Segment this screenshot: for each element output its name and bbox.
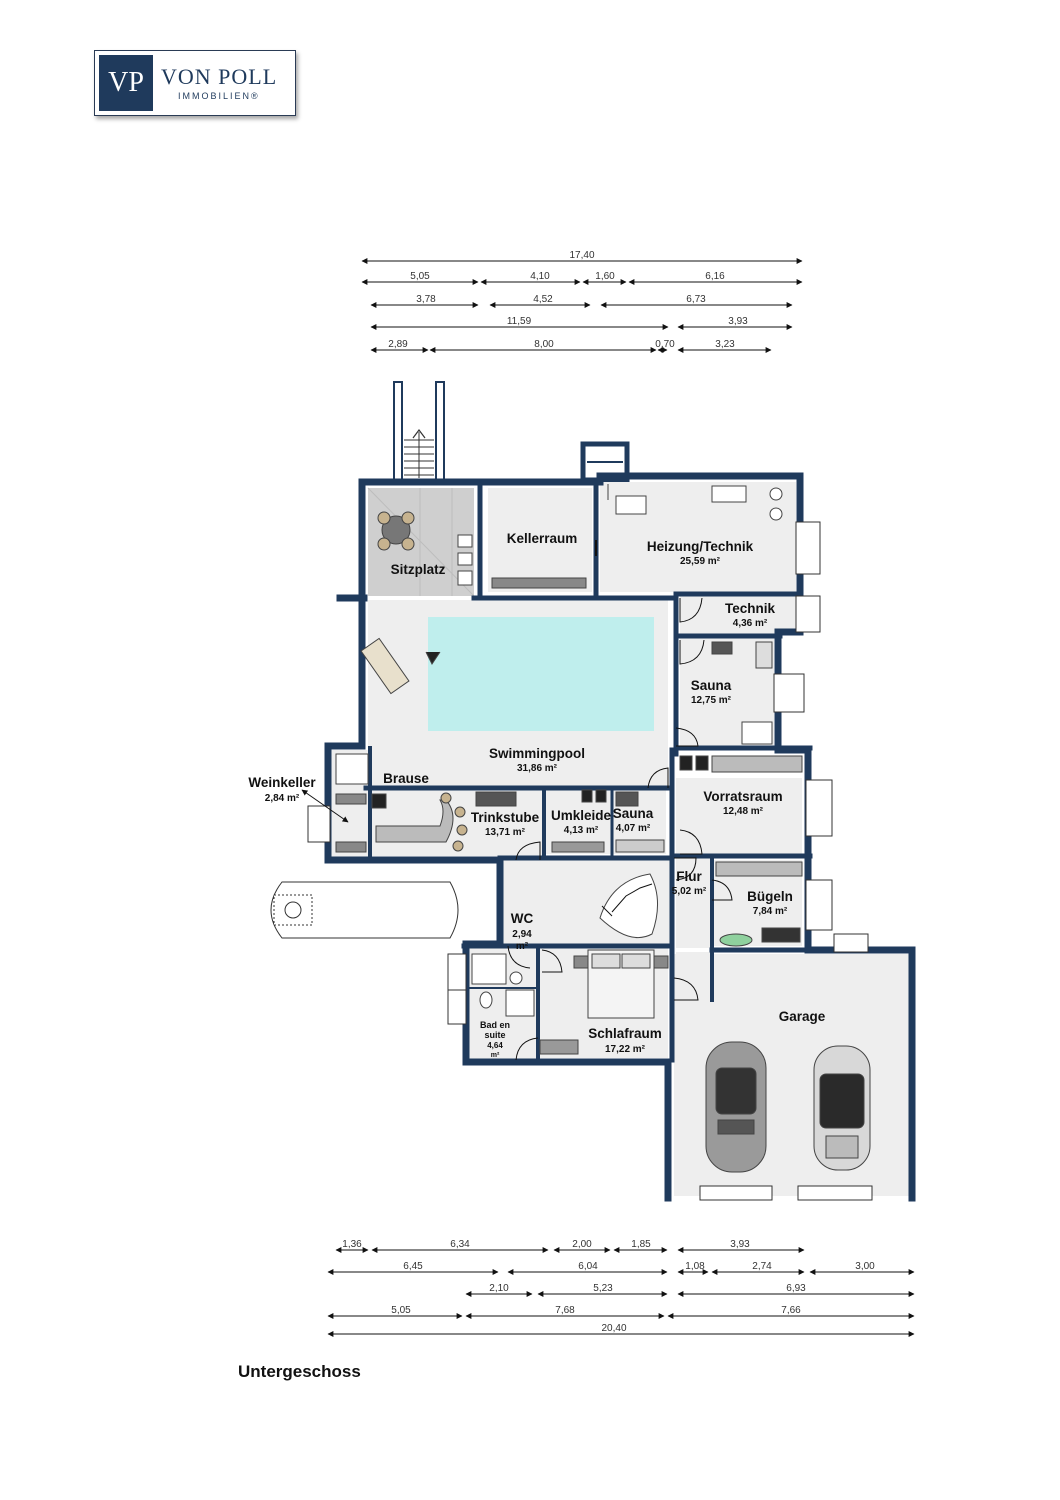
- walls: [324, 472, 916, 1202]
- room-sauna-small-area: 4,07 m²: [616, 823, 651, 834]
- room-umkleide-name: Umkleide: [551, 808, 612, 823]
- pool-water: [428, 617, 654, 731]
- dim-label: 6,73: [686, 294, 706, 305]
- room-kellerraum-name: Kellerraum: [507, 531, 578, 546]
- room-trinkstube-name: Trinkstube: [471, 810, 540, 825]
- room-schlafraum-name: Schlafraum: [588, 1026, 662, 1041]
- logo-mark: VP: [99, 55, 153, 111]
- room-trinkstube-area: 13,71 m²: [485, 827, 526, 838]
- room-wc-area-unit: m²: [516, 941, 529, 952]
- dim-label: 11,59: [507, 316, 532, 327]
- dim-label: 8,00: [534, 339, 554, 350]
- floor-label: Untergeschoss: [238, 1362, 361, 1381]
- dim-label: 1,36: [342, 1239, 362, 1250]
- room-bad-name-2: suite: [484, 1030, 505, 1040]
- dim-label: 1,60: [595, 271, 615, 282]
- room-weinkeller-area: 2,84 m²: [265, 793, 300, 804]
- dim-label: 1,08: [685, 1261, 705, 1272]
- dim-label: 3,93: [728, 316, 748, 327]
- room-flur-area: 5,02 m²: [672, 886, 707, 897]
- dim-label: 2,00: [572, 1239, 592, 1250]
- dim-label: 5,05: [410, 271, 430, 282]
- room-vorratsraum-name: Vorratsraum: [703, 789, 782, 804]
- dim-label: 1,85: [631, 1239, 651, 1250]
- room-brause-name: Brause: [383, 771, 429, 786]
- car-left: [705, 1041, 767, 1173]
- room-bad-area: 4,64: [487, 1041, 503, 1050]
- room-weinkeller-name: Weinkeller: [248, 775, 316, 790]
- weinkeller-pointer: [301, 789, 349, 823]
- dim-label: 0,70: [655, 339, 675, 350]
- room-labels: Sitzplatz Kellerraum Heizung/Technik 25,…: [248, 531, 825, 1059]
- room-heizung-name: Heizung/Technik: [647, 539, 754, 554]
- room-buegeln-name: Bügeln: [747, 889, 793, 904]
- dim-label: 6,45: [403, 1261, 423, 1272]
- dim-label: 2,10: [489, 1283, 509, 1294]
- dim-label: 2,74: [752, 1261, 772, 1272]
- bottom-dimension-labels: 1,36 6,34 2,00 1,85 3,93 6,45 6,04 1,08 …: [342, 1239, 875, 1334]
- room-sauna-name: Sauna: [691, 678, 732, 693]
- room-bad-name-1: Bad en: [480, 1020, 510, 1030]
- room-swimmingpool-name: Swimmingpool: [489, 746, 585, 761]
- room-umkleide-area: 4,13 m²: [564, 825, 599, 836]
- dim-label: 6,04: [578, 1261, 598, 1272]
- dim-label: 3,00: [855, 1261, 875, 1272]
- room-heizung-area: 25,59 m²: [680, 556, 721, 567]
- room-swimmingpool-area: 31,86 m²: [517, 763, 558, 774]
- dim-label: 7,66: [781, 1305, 801, 1316]
- dim-label: 5,05: [391, 1305, 411, 1316]
- door-swings: [507, 597, 733, 1061]
- room-garage-name: Garage: [779, 1009, 826, 1024]
- top-dimensions: [361, 258, 803, 353]
- dim-label: 2,89: [388, 339, 408, 350]
- dim-label: 5,23: [593, 1283, 613, 1294]
- outdoor-pool-shape: [270, 881, 459, 939]
- dim-label: 17,40: [569, 250, 594, 261]
- dim-label: 3,23: [715, 339, 735, 350]
- room-flur-name: Flur: [676, 869, 702, 884]
- room-sitzplatz-name: Sitzplatz: [391, 562, 446, 577]
- room-schlafraum-area: 17,22 m²: [605, 1044, 646, 1055]
- room-sauna-small-name: Sauna: [613, 806, 654, 821]
- room-sauna-area: 12,75 m²: [691, 695, 732, 706]
- dim-label: 6,93: [786, 1283, 806, 1294]
- dim-label: 3,78: [416, 294, 436, 305]
- furniture: [335, 484, 871, 1173]
- room-buegeln-area: 7,84 m²: [753, 906, 788, 917]
- terrace-boards: [367, 487, 475, 597]
- dim-label: 4,10: [530, 271, 550, 282]
- dim-label: 20,40: [601, 1323, 626, 1334]
- room-wc-name: WC: [511, 911, 534, 926]
- room-vorratsraum-area: 12,48 m²: [723, 806, 764, 817]
- room-technik-name: Technik: [725, 601, 776, 616]
- bottom-dimensions: [327, 1247, 915, 1337]
- dim-label: 6,16: [705, 271, 725, 282]
- room-technik-area: 4,36 m²: [733, 618, 768, 629]
- exterior-stairs: [393, 381, 445, 485]
- dim-label: 3,93: [730, 1239, 750, 1250]
- dim-label: 6,34: [450, 1239, 470, 1250]
- room-wc-area: 2,94: [512, 929, 532, 940]
- logo-brand-name: VON POLL: [161, 64, 278, 89]
- logo-brand-sub: IMMOBILIEN®: [178, 91, 260, 101]
- dim-label: 7,68: [555, 1305, 575, 1316]
- room-bad-area-unit: m²: [491, 1052, 500, 1059]
- dim-label: 4,52: [533, 294, 553, 305]
- top-dimension-labels: 17,40 5,05 4,10 1,60 6,16 3,78 4,52 6,73…: [388, 250, 748, 350]
- von-poll-logo: VP VON POLL IMMOBILIEN®: [94, 50, 296, 116]
- car-right: [813, 1045, 871, 1171]
